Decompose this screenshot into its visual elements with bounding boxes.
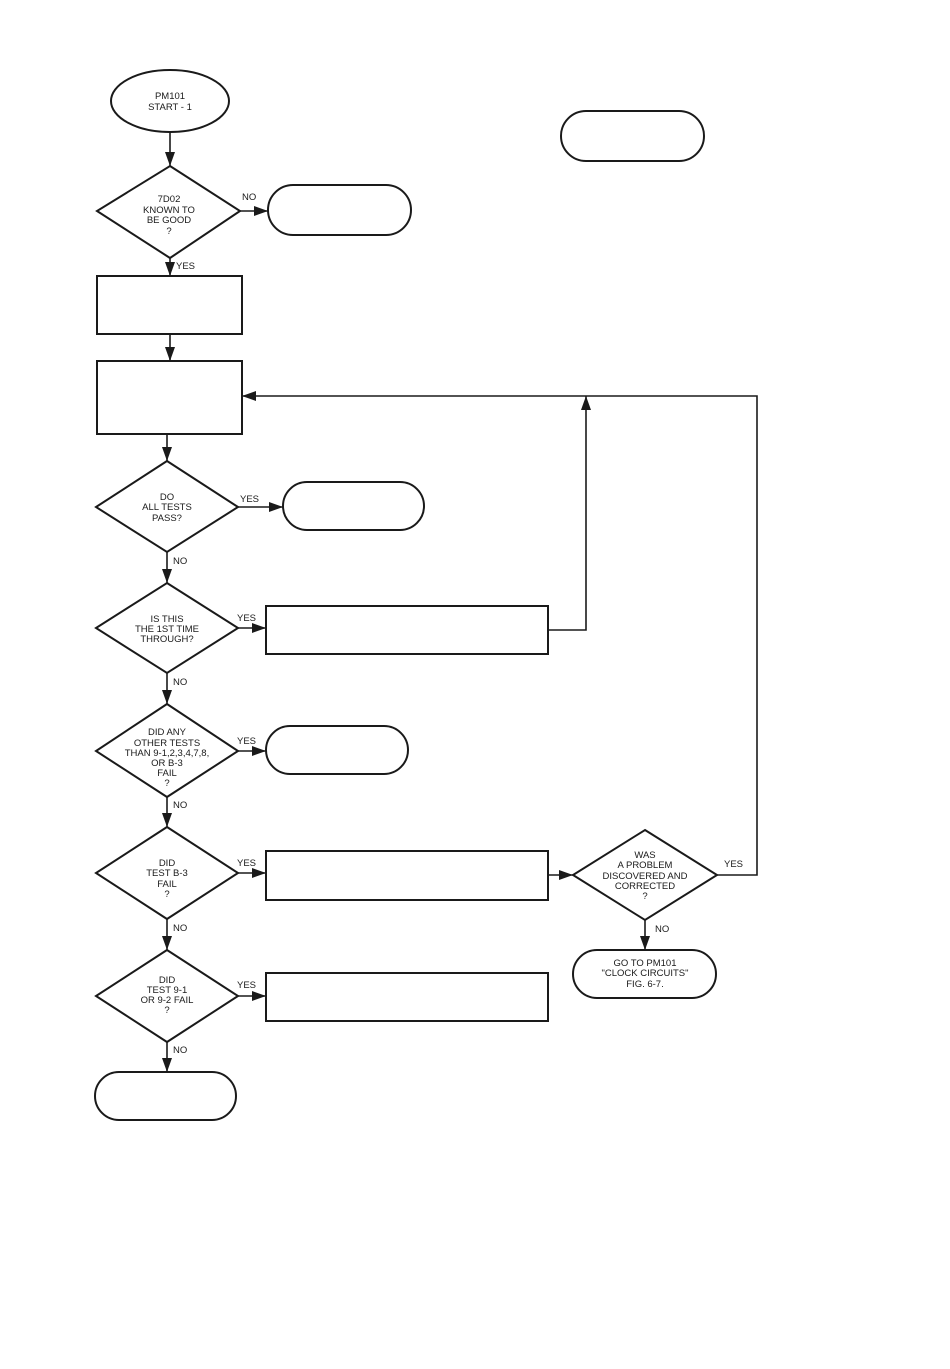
label-no-b3: NO [173,923,187,934]
known-good-text-4: ? [166,226,171,237]
all-pass-text-1: DO [160,492,174,503]
label-no-problem: NO [655,924,669,935]
blank-terminal-end [94,1071,237,1121]
other-tests-text-2: OTHER TESTS [134,738,200,749]
label-yes-all-pass: YES [240,494,259,505]
problem-text-1: WAS [634,850,655,861]
label-yes-t91: YES [237,980,256,991]
b3-text-2: TEST B-3 [146,868,188,879]
node-texts: PM101 START - 1 7D02 KNOWN TO BE GOOD ? … [125,91,689,1016]
problem-text-4: CORRECTED [615,881,675,892]
label-no-first-time: NO [173,677,187,688]
label-yes-problem: YES [724,859,743,870]
b3-text-3: FAIL [157,879,177,890]
goto-clock-text-2: "CLOCK CIRCUITS" [602,968,689,979]
blank-process-box-b3 [265,850,549,901]
label-yes-other-tests: YES [237,736,256,747]
t91-text-4: ? [164,1005,169,1016]
label-no-all-pass: NO [173,556,187,567]
b3-text-1: DID [159,858,176,869]
start-text-1: PM101 [155,91,185,102]
other-tests-text-5: FAIL [157,768,177,779]
problem-text-2: A PROBLEM [618,860,673,871]
known-good-text-3: BE GOOD [147,215,191,226]
blank-terminal-tests-pass [282,481,425,531]
other-tests-text-3: THAN 9-1,2,3,4,7,8, [125,748,209,759]
start-text-2: START - 1 [148,102,192,113]
first-time-text-2: THE 1ST TIME [135,624,199,635]
blank-terminal-other-tests [265,725,409,775]
t91-text-1: DID [159,975,176,986]
problem-text-3: DISCOVERED AND [603,871,688,882]
other-tests-text-6: ? [164,778,169,789]
connectors [162,132,758,1072]
first-time-text-3: THROUGH? [140,634,193,645]
edge-labels: NO YES YES NO YES NO YES NO YES NO YES N… [173,192,743,1056]
blank-process-box-1 [96,275,243,335]
goto-clock-text-3: FIG. 6-7. [626,979,663,990]
problem-text-5: ? [642,891,647,902]
other-tests-text-4: OR B-3 [151,758,183,769]
b3-text-4: ? [164,889,169,900]
t91-text-2: TEST 9-1 [147,985,187,996]
label-yes-first-time: YES [237,613,256,624]
other-tests-text-1: DID ANY [148,727,187,738]
all-pass-text-2: ALL TESTS [142,502,192,513]
label-no-t91: NO [173,1045,187,1056]
known-good-text-2: KNOWN TO [143,205,195,216]
label-yes-known-good: YES [176,261,195,272]
blank-process-box-t91 [265,972,549,1022]
label-yes-b3: YES [237,858,256,869]
blank-terminal-top-right [560,110,705,162]
blank-process-box-first-time [265,605,549,655]
goto-clock-text-1: GO TO PM101 [613,958,676,969]
all-pass-text-3: PASS? [152,513,182,524]
known-good-text-1: 7D02 [158,194,181,205]
label-no-known-good: NO [242,192,256,203]
t91-text-3: OR 9-2 FAIL [141,995,194,1006]
label-no-other-tests: NO [173,800,187,811]
first-time-text-1: IS THIS [150,614,183,625]
blank-terminal-not-good [267,184,412,236]
blank-process-box-2 [96,360,243,435]
